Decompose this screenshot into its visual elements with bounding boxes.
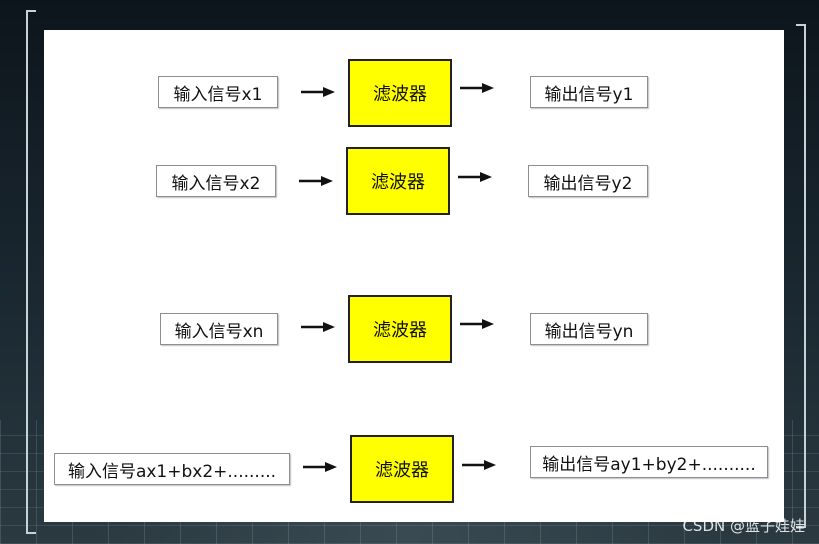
filter-box: 滤波器 xyxy=(350,435,454,503)
input-signal-box: 输入信号x2 xyxy=(156,165,276,197)
arrow-icon xyxy=(460,83,494,93)
arrow-icon xyxy=(462,460,496,470)
slide: 输入信号x1 滤波器 输出信号y1 输入信号x2 滤波器 输出信号y2 输入信号… xyxy=(44,30,784,522)
input-signal-box: 输入信号xn xyxy=(160,313,278,345)
arrow-icon xyxy=(299,176,333,186)
output-signal-box: 输出信号yn xyxy=(530,313,648,345)
output-signal-box: 输出信号y2 xyxy=(528,165,648,197)
filter-box: 滤波器 xyxy=(348,59,452,127)
output-signal-box: 输出信号y1 xyxy=(530,76,648,108)
input-signal-box: 输入信号x1 xyxy=(158,76,278,108)
arrow-icon xyxy=(458,172,492,182)
right-frame-bracket xyxy=(796,24,806,528)
watermark: CSDN @蓝子娃娃 xyxy=(682,517,805,535)
filter-box: 滤波器 xyxy=(348,295,452,363)
arrow-icon xyxy=(301,322,335,332)
arrow-icon xyxy=(460,319,494,329)
input-signal-box: 输入信号ax1+bx2+......... xyxy=(54,453,290,485)
arrow-icon xyxy=(301,87,335,97)
arrow-icon xyxy=(303,462,337,472)
left-frame-bracket xyxy=(26,10,36,534)
filter-box: 滤波器 xyxy=(346,147,450,215)
output-signal-box: 输出信号ay1+by2+.......... xyxy=(530,446,768,478)
